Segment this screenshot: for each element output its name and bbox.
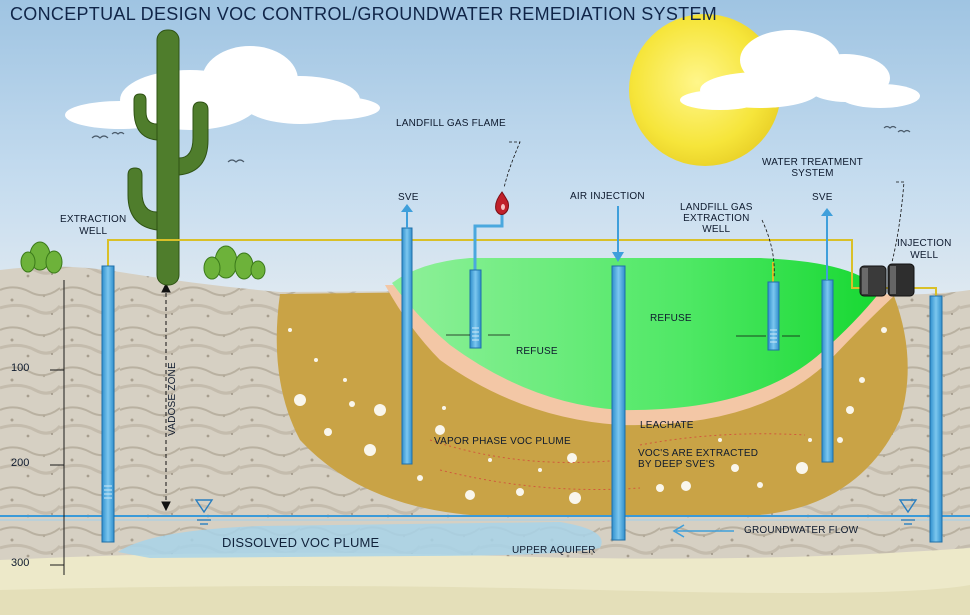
groundwater-flow-arrow [672,524,734,538]
label-leachate: LEACHATE [640,420,694,431]
label-vocs-extracted: VOC'S ARE EXTRACTED BY DEEP SVE'S [638,448,759,470]
label-landfill-gas-flame: LANDFILL GAS FLAME [396,118,506,129]
injection-well [929,295,943,543]
label-sve-left: SVE [398,192,419,203]
dissolved-plume [118,522,602,558]
birds [91,125,911,163]
sand-layer-lower [0,585,970,615]
water-table-marker-right [898,499,918,525]
label-injection-well: INJECTION WELL [897,238,952,261]
label-sve-right: SVE [812,192,833,203]
flare-pipe [473,210,504,282]
label-vapor-phase-voc-plume: VAPOR PHASE VOC PLUME [434,436,571,447]
depth-tick-100: 100 [11,362,30,374]
diagram-title: CONCEPTUAL DESIGN VOC CONTROL/GROUNDWATE… [10,4,718,24]
depth-tick-200: 200 [11,457,30,469]
small-cactus-right [203,245,266,280]
label-groundwater-flow: GROUNDWATER FLOW [744,525,859,536]
saguaro-cactus [127,29,209,286]
extraction-well [101,265,115,543]
sve-well-left [401,204,413,465]
water-table-marker-left [194,499,214,525]
depth-tick-300: 300 [11,557,30,569]
label-vadose-zone: VADOSE ZONE [167,362,178,436]
sve-well-right [821,208,834,463]
vapor-plume-outline [429,433,806,491]
cloud-right [680,30,920,110]
label-refuse-left: REFUSE [516,346,558,357]
air-injection-well [611,206,626,541]
label-water-treatment-system: WATER TREATMENT SYSTEM [762,157,863,179]
leader-lines [446,141,905,337]
depth-scale [50,280,65,575]
label-dissolved-voc-plume: DISSOLVED VOC PLUME [222,535,380,550]
refuse-zone [392,258,880,411]
small-cactus-left [20,241,63,274]
header-piping [107,239,937,296]
landfill-gas-well-right [767,281,780,351]
label-extraction-well: EXTRACTION WELL [60,214,127,237]
label-landfill-gas-extraction-well: LANDFILL GAS EXTRACTION WELL [680,202,753,235]
vadose-zone-arrow [161,282,171,512]
label-air-injection: AIR INJECTION [570,191,645,202]
label-refuse-right: REFUSE [650,313,692,324]
water-treatment-tanks [859,263,915,297]
landfill-gas-well-left [469,269,482,349]
label-upper-aquifer: UPPER AQUIFER [512,545,596,556]
flame-icon [495,191,509,215]
